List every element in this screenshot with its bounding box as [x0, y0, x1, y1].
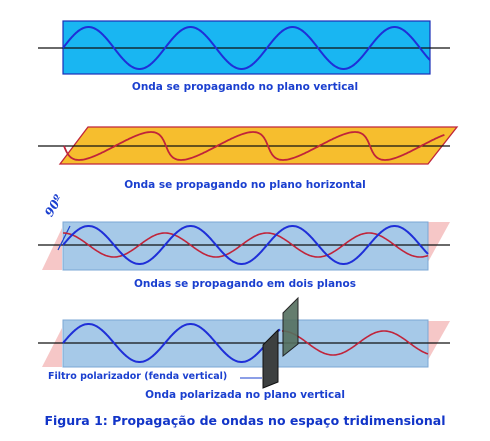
vertical-wave: [62, 26, 431, 70]
pink-plane-left: [42, 228, 62, 270]
panel-vertical-wave: [38, 20, 450, 75]
pink-plane-left: [42, 328, 62, 367]
panel-two-planes: [38, 221, 450, 271]
pink-plane-right: [428, 222, 450, 262]
caption-polarized: Onda polarizada no plano vertical: [145, 389, 345, 401]
angle-marker: [57, 225, 71, 251]
vertical-wave: [62, 323, 281, 363]
caption-vertical: Onda se propagando no plano vertical: [131, 81, 359, 93]
polarizing-filter-front: [262, 328, 279, 389]
horizontal-wave: [63, 131, 445, 161]
caption-horizontal: Onda se propagando no plano horizontal: [124, 179, 366, 191]
filter-label: Filtro polarizador (fenda vertical): [48, 371, 228, 382]
polarizing-filter-back: [282, 296, 299, 358]
figure-caption: Figura 1: Propagação de ondas no espaço …: [44, 413, 446, 428]
caption-two-planes: Ondas se propagando em dois planos: [134, 278, 356, 290]
horizontal-wave-after-filter: [282, 330, 429, 356]
panel-polarized-wave: [38, 296, 450, 389]
vertical-wave: [62, 225, 429, 265]
pink-plane-right: [428, 321, 450, 360]
panel-horizontal-wave: [38, 126, 459, 165]
